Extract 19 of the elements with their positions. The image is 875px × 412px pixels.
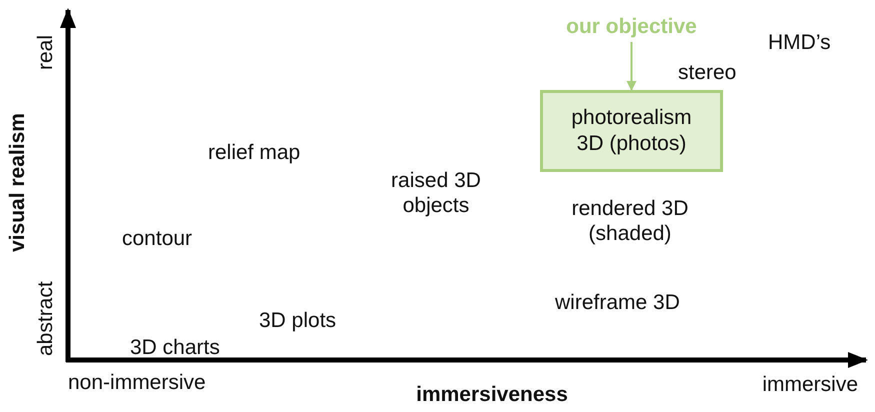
point-label: contour bbox=[122, 226, 192, 252]
axis-label: real bbox=[33, 34, 58, 70]
point-label: wireframe 3D bbox=[555, 290, 680, 316]
axis-label: visual realism bbox=[5, 113, 30, 252]
point-label: rendered 3D (shaded) bbox=[570, 196, 690, 246]
point-label: stereo bbox=[678, 60, 736, 86]
axis-label: abstract bbox=[33, 281, 58, 356]
callout-text: our objective bbox=[540, 14, 723, 42]
highlight-box bbox=[540, 90, 723, 172]
point-label: HMD’s bbox=[768, 30, 831, 56]
arrow bbox=[626, 42, 636, 91]
point-label: raised 3D objects bbox=[390, 168, 482, 218]
box-text: photorealism 3D (photos) bbox=[570, 104, 693, 157]
axis-label: immersive bbox=[762, 372, 858, 398]
axis-label: non-immersive bbox=[68, 370, 206, 396]
point-label: 3D plots bbox=[259, 308, 336, 334]
point-label: 3D charts bbox=[130, 335, 220, 360]
axis-label: immersiveness bbox=[416, 382, 568, 408]
point-label: relief map bbox=[208, 140, 300, 166]
